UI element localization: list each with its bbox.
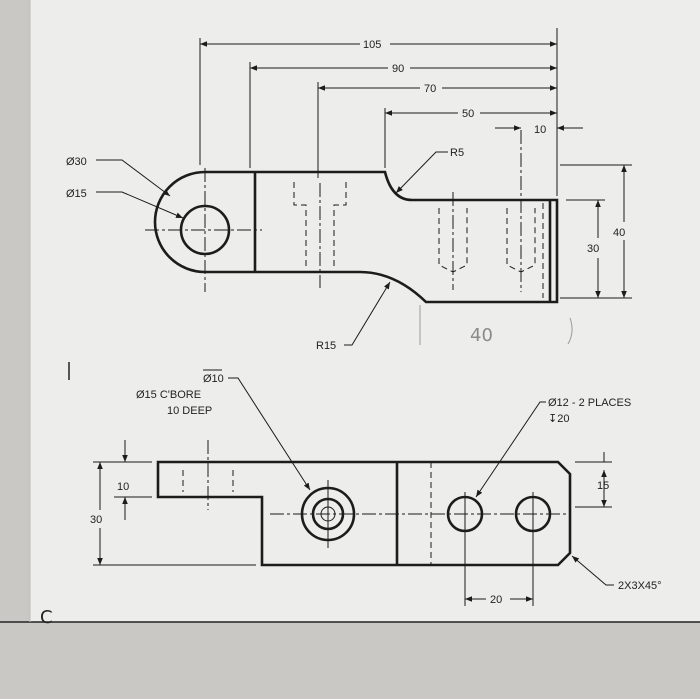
cbore-leader <box>228 377 311 491</box>
r5-leader <box>395 151 448 194</box>
pencil-marks <box>419 305 573 345</box>
dim-50-text: 50 <box>462 108 474 120</box>
holes-note-line2: ↧20 <box>548 413 569 425</box>
dim-90-text: 90 <box>392 63 404 75</box>
front-dim-10-text: 10 <box>117 481 129 493</box>
page-letter: C <box>40 607 53 628</box>
hidden-cbore <box>293 182 347 268</box>
dia15-leader <box>96 191 184 219</box>
handwritten-note: 40 <box>470 325 493 346</box>
dia30-leader <box>96 159 171 197</box>
paper-sheet <box>30 0 700 622</box>
chamfer-leader <box>571 555 614 586</box>
front-dim-30-text: 30 <box>90 514 102 526</box>
r15-leader <box>344 281 391 346</box>
dim-70-text: 70 <box>424 83 436 95</box>
dia15-label: Ø15 <box>66 188 87 200</box>
chamfer-label: 2X3X45° <box>618 580 662 592</box>
hidden-hole-1 <box>438 208 468 273</box>
front-dim-15-text: 15 <box>597 480 609 492</box>
cbore-note-line3: 10 DEEP <box>167 405 212 417</box>
cbore-note-line1: Ø10 <box>203 373 224 385</box>
r15-label: R15 <box>316 340 336 352</box>
dim-40-text: 40 <box>613 227 625 239</box>
cbore-note-line2: Ø15 C'BORE <box>136 389 201 401</box>
r5-label: R5 <box>450 147 464 159</box>
front-view: Ø10 Ø15 C'BORE 10 DEEP Ø12 - 2 PLACES ↧2… <box>90 369 662 606</box>
front-dim-20-text: 20 <box>490 594 502 606</box>
dim-105-text: 105 <box>363 39 381 51</box>
hidden-hole-2 <box>506 208 536 273</box>
top-view: 105 90 70 50 10 40 30 Ø30 Ø15 R5 R15 4 <box>66 28 632 352</box>
dim-30-text: 30 <box>587 243 599 255</box>
front-view-outline <box>156 460 572 567</box>
holes-note-line1: Ø12 - 2 PLACES <box>548 397 631 409</box>
holes-leader <box>475 401 546 498</box>
dim-10-text: 10 <box>534 124 546 136</box>
dia30-label: Ø30 <box>66 156 87 168</box>
